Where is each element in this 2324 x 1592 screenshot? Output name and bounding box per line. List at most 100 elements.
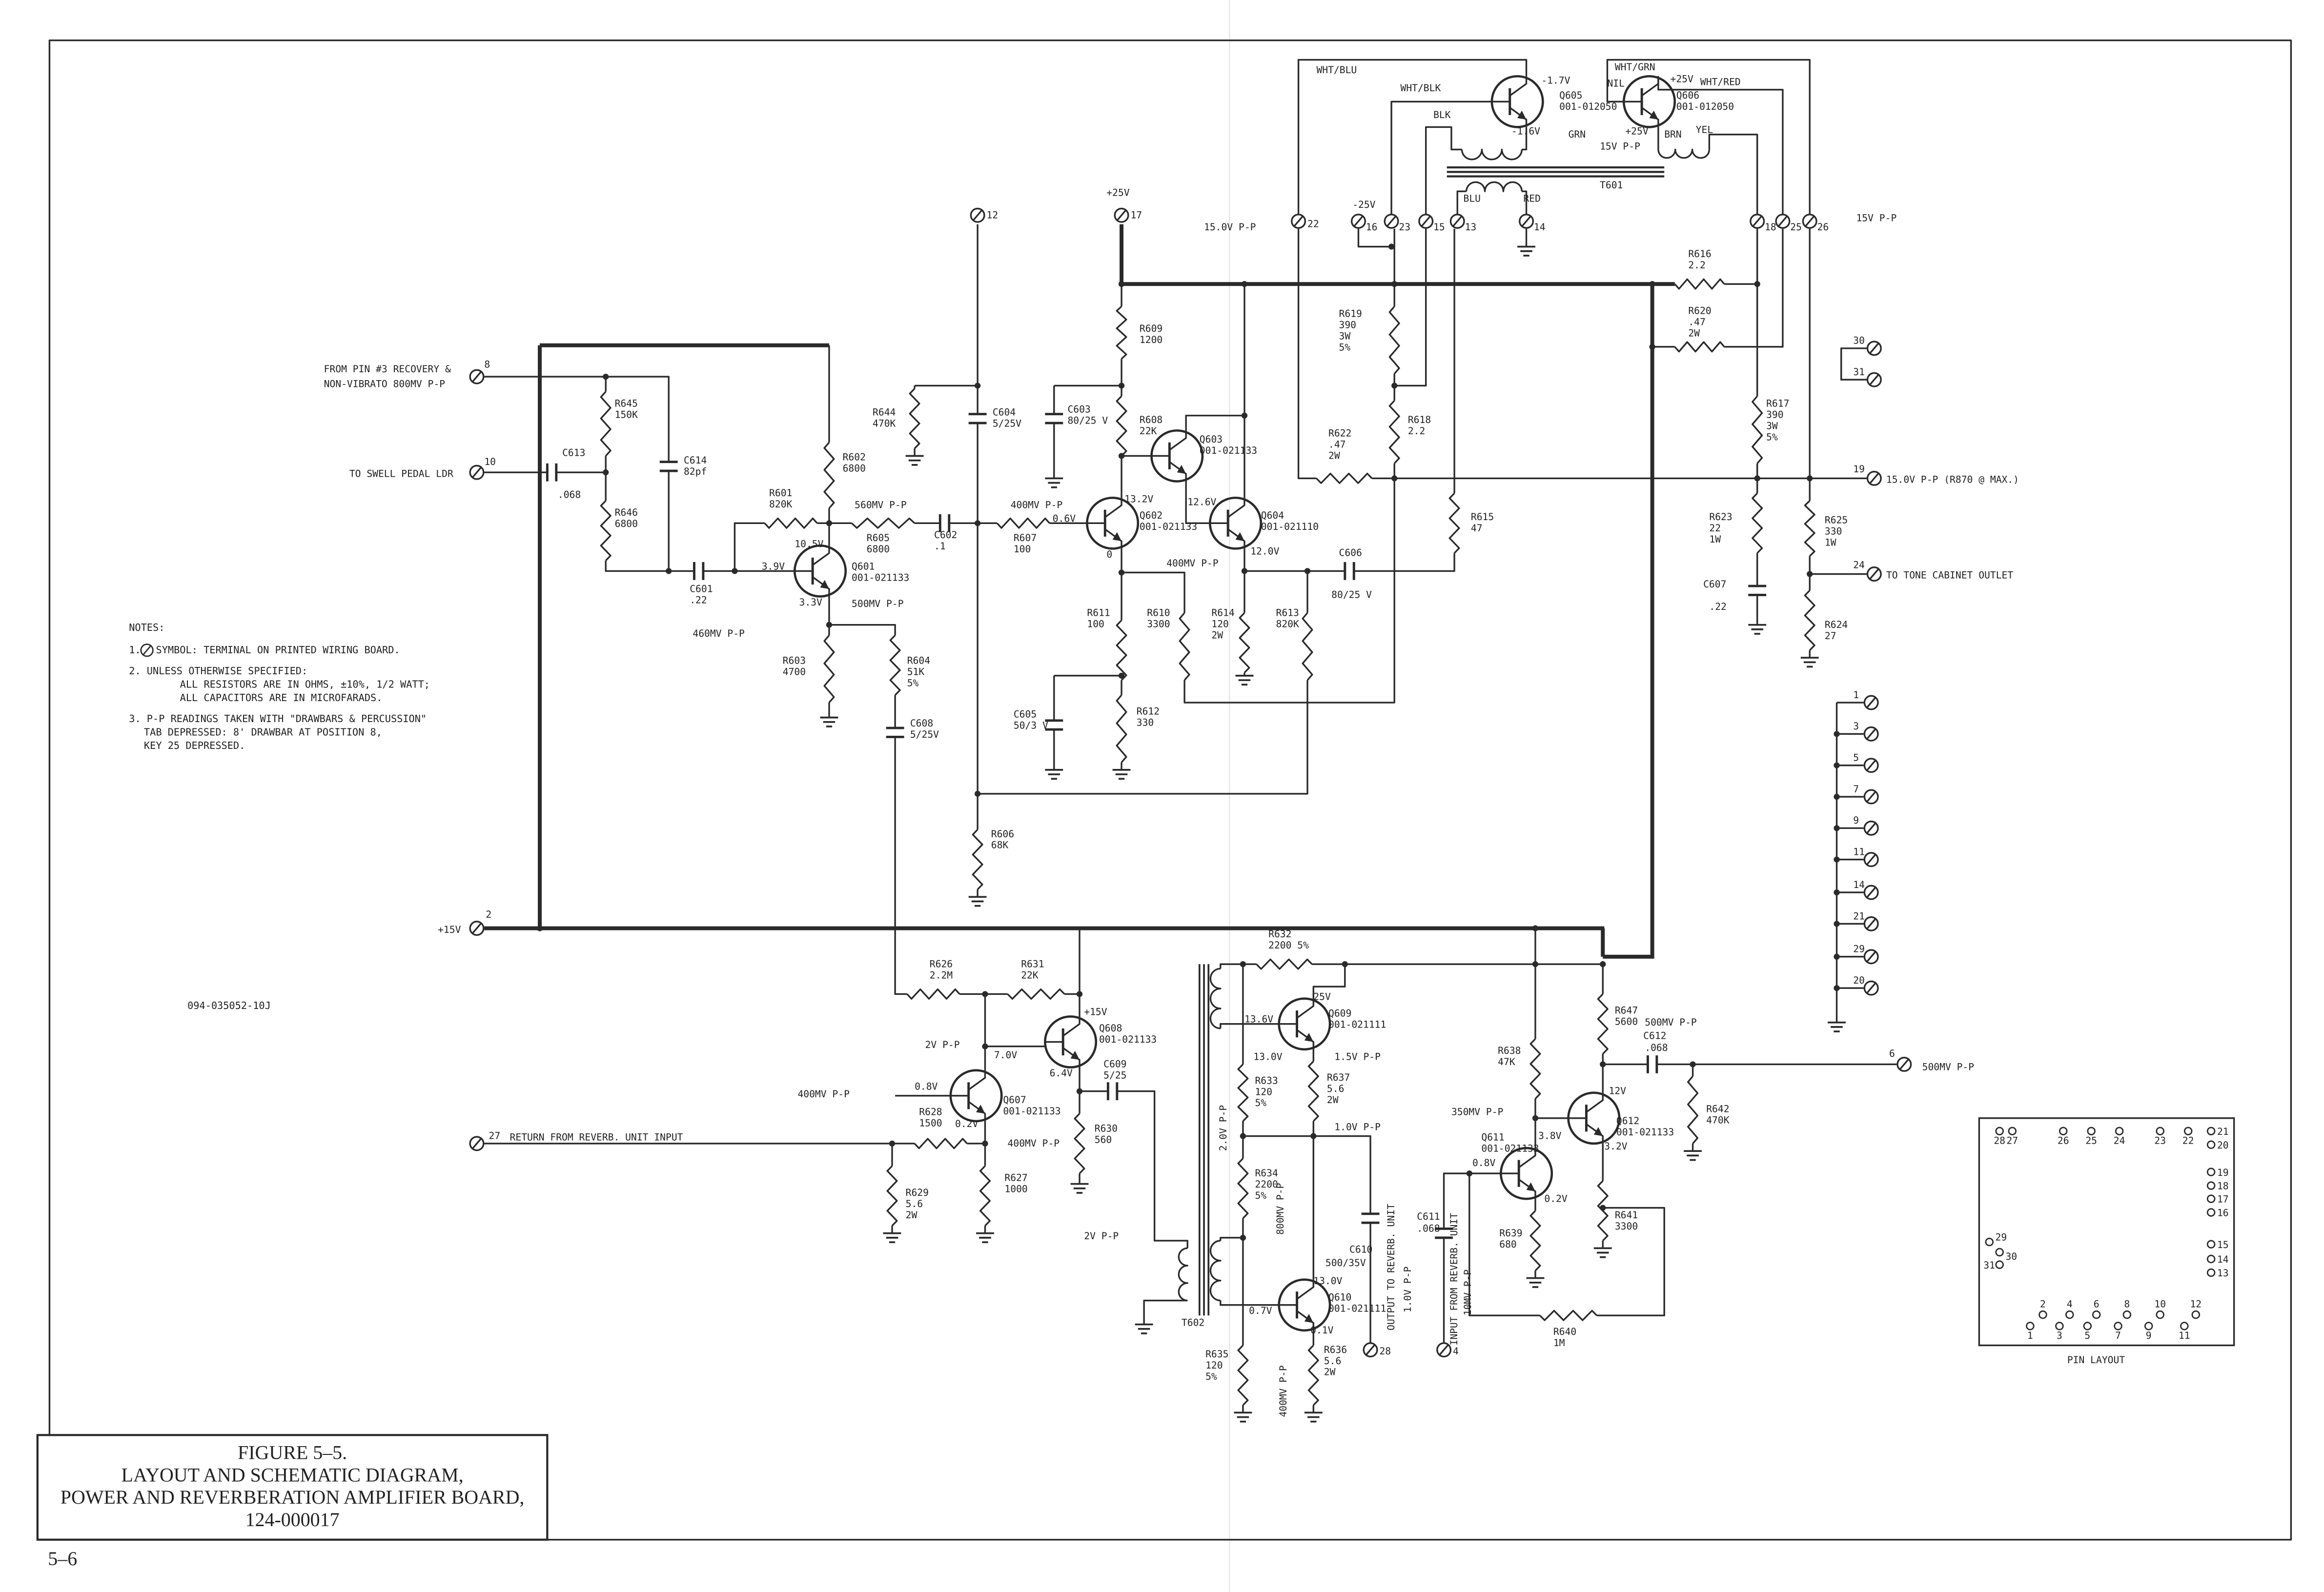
resistor-icon (1804, 590, 1815, 651)
junction-dot (1342, 961, 1348, 967)
page-number: 5–6 (48, 1548, 77, 1570)
wire (1183, 478, 1395, 704)
pin-number: 1 (2027, 1330, 2033, 1341)
voltage-annotation: 0.1V (1310, 1325, 1334, 1336)
resistor-icon (1752, 395, 1763, 464)
voltage-annotation: TO SWELL PEDAL LDR (349, 468, 453, 479)
transformer-t602: T602 (1178, 964, 1222, 1329)
transistor-icon (1278, 1278, 1331, 1332)
pin-number: 24 (2114, 1135, 2125, 1146)
transistor-icon (1567, 1091, 1621, 1145)
terminal-number: 15 (1433, 222, 1445, 233)
resistor-icon (600, 391, 612, 457)
component-value: 5% (1255, 1190, 1266, 1201)
component-ref: R602 (843, 452, 866, 463)
voltage-annotation: WHT/BLK (1400, 82, 1441, 94)
pin-29: 29 (1985, 1232, 2007, 1247)
ground-icon (1800, 657, 1819, 668)
component-ref: R622 (1328, 428, 1351, 439)
voltage-annotation: 12.0V (1250, 546, 1279, 557)
voltage-annotation: 15.0V P-P (R870 @ MAX.) (1886, 474, 2019, 485)
component-ref: R620 (1688, 305, 1711, 316)
resistor-icon (823, 635, 835, 704)
junction-dot (1466, 1170, 1472, 1177)
pin-24: 24 (2114, 1127, 2125, 1146)
junction-dot (1834, 825, 1840, 831)
component-ref: R632 (1268, 928, 1291, 940)
page-frame (48, 0, 2292, 1592)
voltage-annotation: 350MV P-P (1451, 1107, 1503, 1118)
component-ref: Q612 (1616, 1115, 1639, 1127)
pin-number: 5 (2084, 1330, 2090, 1341)
component-value: 2.2 (1408, 425, 1426, 437)
pin-5: 5 (2083, 1322, 2092, 1341)
terminal-20: 20 (1853, 975, 1879, 996)
resistor-icon (1116, 694, 1127, 763)
component-value: 120 (1205, 1360, 1223, 1371)
wire (1443, 1172, 1501, 1229)
voltage-annotation: 7.0V (994, 1049, 1018, 1061)
component-ref: R623 (1709, 511, 1732, 523)
junction-dot (1600, 1061, 1606, 1068)
terminal-4: 4 (1436, 1342, 1459, 1358)
pin-12: 12 (2190, 1298, 2202, 1319)
component-value: 150K (615, 409, 638, 420)
junction-dot (1834, 762, 1840, 768)
resistor-icon (1237, 1345, 1249, 1406)
pin-31: 31 (1983, 1260, 2004, 1271)
resistor-icon (1539, 1310, 1598, 1321)
voltage-annotation: 2.0V P-P (1218, 1105, 1229, 1151)
pin-hole-icon (2191, 1310, 2201, 1319)
voltage-annotation: 0.2V (1544, 1193, 1568, 1204)
voltage-annotation: +15V (438, 924, 461, 935)
voltage-annotation: FROM PIN #3 RECOVERY & (324, 363, 451, 375)
wire (1297, 59, 1528, 214)
component-ref: R634 (1255, 1168, 1278, 1179)
coil-icon (1465, 181, 1523, 192)
voltage-annotation: RED (1523, 193, 1541, 204)
resistor-icon (914, 1138, 968, 1149)
wire (1522, 190, 1528, 214)
component-ref: R610 (1147, 607, 1170, 618)
pin-hole-icon (2092, 1310, 2101, 1319)
pin-number: 12 (2190, 1298, 2202, 1310)
pin-hole-icon (2083, 1322, 2092, 1330)
junction-dot (974, 520, 981, 526)
component-ref: R637 (1327, 1072, 1350, 1083)
component-ref: R617 (1766, 398, 1789, 409)
voltage-annotation: 10MV P-P (1462, 1270, 1473, 1315)
notes-heading: NOTES: (129, 622, 164, 633)
component-value: .1 (934, 541, 946, 552)
voltage-annotation: TO TONE CABINET OUTLET (1886, 570, 2013, 581)
resistor-icon (889, 634, 901, 696)
wire (1185, 481, 1210, 524)
capacitor-icon (1646, 1055, 1658, 1073)
caption-line: 124-000017 (245, 1509, 340, 1531)
capacitor-icon (659, 461, 678, 472)
junction-dot (1649, 281, 1655, 287)
pin-number: 18 (2217, 1181, 2229, 1192)
terminal-7: 7 (1853, 784, 1879, 805)
ground-icon (1828, 1021, 1846, 1032)
component-ref: C609 (1103, 1059, 1126, 1070)
component-value: 120 (1255, 1086, 1272, 1097)
wire (1185, 415, 1244, 431)
note-3-line: KEY 25 DEPRESSED. (144, 740, 245, 751)
voltage-annotation: -1.7V (1541, 75, 1570, 86)
component-value: 1W (1709, 534, 1721, 545)
terminal-8: 8 (469, 359, 490, 384)
terminal-number: 10 (484, 456, 496, 467)
junction-dot (1076, 991, 1083, 997)
